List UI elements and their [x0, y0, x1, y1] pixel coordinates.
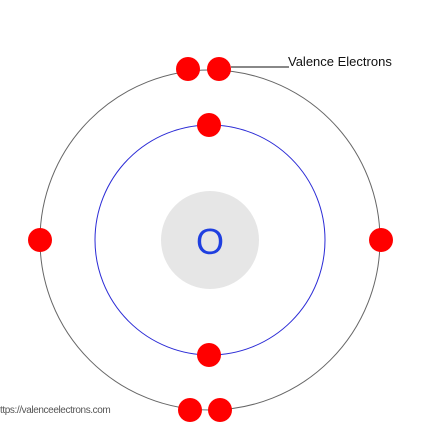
inner-electron-top: [197, 113, 221, 137]
valence-electron-bottom-right: [208, 398, 232, 422]
valence-electrons: [28, 57, 393, 422]
valence-electron-right: [369, 228, 393, 252]
inner-electron-bottom: [197, 343, 221, 367]
watermark: ttps://valenceelectrons.com: [0, 405, 110, 416]
inner-shell-electrons: [197, 113, 221, 367]
nucleus: [161, 191, 259, 289]
valence-electron-top-right: [207, 57, 231, 81]
element-symbol: O: [196, 221, 224, 262]
valence-electron-bottom-left: [178, 398, 202, 422]
valence-electron-left: [28, 228, 52, 252]
valence-electron-top-left: [176, 57, 200, 81]
valence-electrons-label: Valence Electrons: [288, 54, 392, 69]
